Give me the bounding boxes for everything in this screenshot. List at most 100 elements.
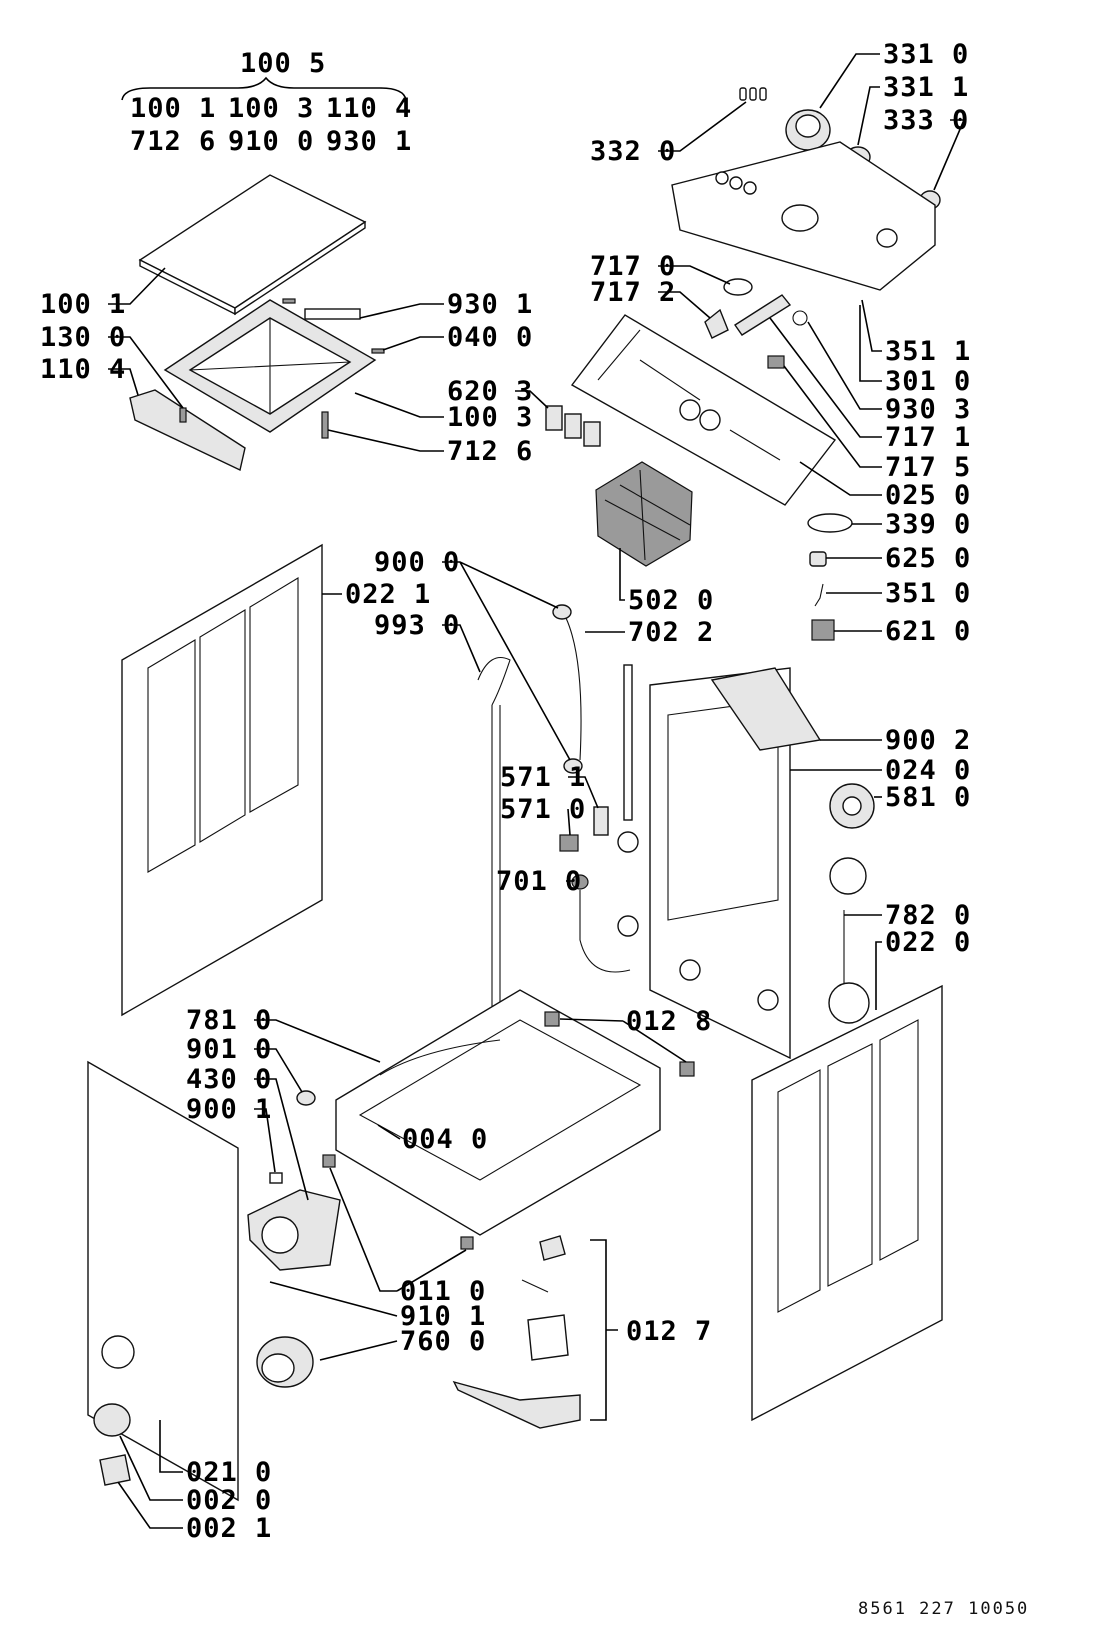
pin-910-part	[282, 298, 296, 304]
leader-012-8	[559, 1018, 687, 1063]
pin-040-part	[371, 348, 385, 354]
fascia-button-hole	[876, 228, 898, 248]
lever-717-2-part	[704, 308, 729, 339]
spring-930-3-part	[792, 310, 808, 326]
nut-701-0-part	[571, 874, 589, 890]
pulley-detail-circle	[829, 857, 867, 895]
side-panel-022-1-recess-1	[147, 639, 196, 873]
fascia-knob-hole	[781, 204, 819, 232]
front-panel-service-hole	[101, 1335, 135, 1369]
strip-930-1-part	[304, 308, 361, 320]
leader-011-0	[329, 1167, 467, 1292]
leader-717-5	[783, 365, 882, 468]
leader-717-0	[658, 265, 731, 285]
leader-900-1	[254, 1108, 276, 1173]
drain-hose-781-0-bottom	[379, 1039, 501, 1076]
lid-assembly: 100 1 130 0 110 4 930 1 040 0 100 3 712 …	[40, 174, 533, 472]
label-012-8: 012 8	[626, 1006, 712, 1037]
leader-040-0	[382, 336, 444, 351]
leader-130-0	[108, 336, 184, 409]
group-item-2: 100 3	[228, 93, 314, 124]
label-502-0: 502 0	[628, 585, 714, 616]
label-002-0: 002 0	[186, 1485, 272, 1516]
valve-571-1-part	[593, 806, 609, 836]
clamp-900-1-part	[269, 1172, 283, 1184]
pump-430-0-port	[261, 1216, 299, 1254]
label-021-0: 021 0	[186, 1457, 272, 1488]
clip-002-1-part	[99, 1454, 131, 1486]
service-cover-002-0-part	[93, 1403, 131, 1437]
label-930-1: 930 1	[447, 289, 533, 320]
leader-022-0	[875, 941, 882, 1010]
leader-712-6	[327, 429, 444, 452]
label-331-0: 331 0	[883, 39, 969, 70]
top-lid-side-part	[234, 220, 366, 316]
latch-712-part	[321, 411, 329, 439]
leader-004-0	[377, 1124, 401, 1140]
label-782-0: 782 0	[885, 900, 971, 931]
knob-331-0-cap	[795, 114, 821, 138]
label-025-0: 025 0	[885, 480, 971, 511]
valve-571-0-part	[559, 834, 579, 852]
leader-993-0	[442, 624, 481, 673]
group-item-1: 100 1	[130, 93, 216, 124]
leader-100-1	[108, 267, 166, 305]
label-339-0: 339 0	[885, 509, 971, 540]
fascia-led-1	[715, 171, 729, 185]
hose-detail-circle-1	[617, 915, 639, 937]
leader-901-0	[254, 1048, 303, 1093]
valve-620-b-part	[564, 413, 582, 439]
foot-011-0-a-part	[322, 1154, 336, 1168]
pulley-581-0-hub	[842, 796, 862, 816]
label-702-2: 702 2	[628, 617, 714, 648]
side-panel-022-1-recess-2	[199, 609, 246, 843]
leader-331-1	[857, 86, 880, 146]
base-frame-004-0-part	[335, 989, 661, 1236]
back-panel-hole-1	[679, 959, 701, 981]
group-item-3: 110 4	[326, 93, 412, 124]
label-571-0: 571 0	[500, 794, 586, 825]
label-100-3: 100 3	[447, 402, 533, 433]
dispenser-port-1	[679, 399, 701, 421]
label-024-0: 024 0	[885, 755, 971, 786]
side-panel-022-0-recess-2	[827, 1043, 873, 1287]
dispenser-housing-ribs	[597, 329, 781, 461]
tube-702-2-part	[565, 617, 582, 761]
spacer-c-part	[759, 87, 767, 101]
leader-571-0	[567, 808, 571, 836]
switch-621-0-part	[811, 619, 835, 641]
fascia-led-3	[743, 181, 757, 195]
group-brace	[121, 76, 407, 101]
label-301-0: 301 0	[885, 366, 971, 397]
front-bezel-part	[129, 389, 246, 472]
spacer-a-part	[739, 87, 747, 101]
kit-012-7-pin	[521, 1279, 549, 1293]
side-panel-022-1-recess-3	[249, 577, 299, 813]
foot-012-8-a-part	[544, 1011, 560, 1027]
leader-930-1	[359, 303, 444, 319]
label-930-3: 930 3	[885, 394, 971, 425]
rod-detail-circle	[617, 831, 639, 853]
kit-group: 100 5 100 1 100 3 110 4 712 6 910 0 930 …	[121, 48, 412, 157]
label-621-0: 621 0	[885, 616, 971, 647]
dispenser-port-2	[699, 409, 721, 431]
label-351-1: 351 1	[885, 336, 971, 367]
wire-351-0-part	[814, 583, 824, 607]
label-625-0: 625 0	[885, 543, 971, 574]
leader-571-1	[568, 776, 599, 809]
leader-025-0	[799, 461, 882, 496]
foot-011-0-b-part	[460, 1236, 474, 1250]
leader-900-0	[442, 561, 571, 761]
hinge-130-part	[179, 407, 187, 423]
side-panel-022-0-recess-1	[777, 1069, 821, 1313]
leader-910-1	[269, 1281, 398, 1317]
leader-430-0	[254, 1078, 309, 1201]
label-040-0: 040 0	[447, 322, 533, 353]
label-004-0: 004 0	[402, 1124, 488, 1155]
kit-012-7-clip	[539, 1235, 566, 1261]
label-717-1: 717 1	[885, 422, 971, 453]
leader-781-0	[254, 1019, 381, 1063]
label-910-1: 910 1	[400, 1301, 486, 1332]
